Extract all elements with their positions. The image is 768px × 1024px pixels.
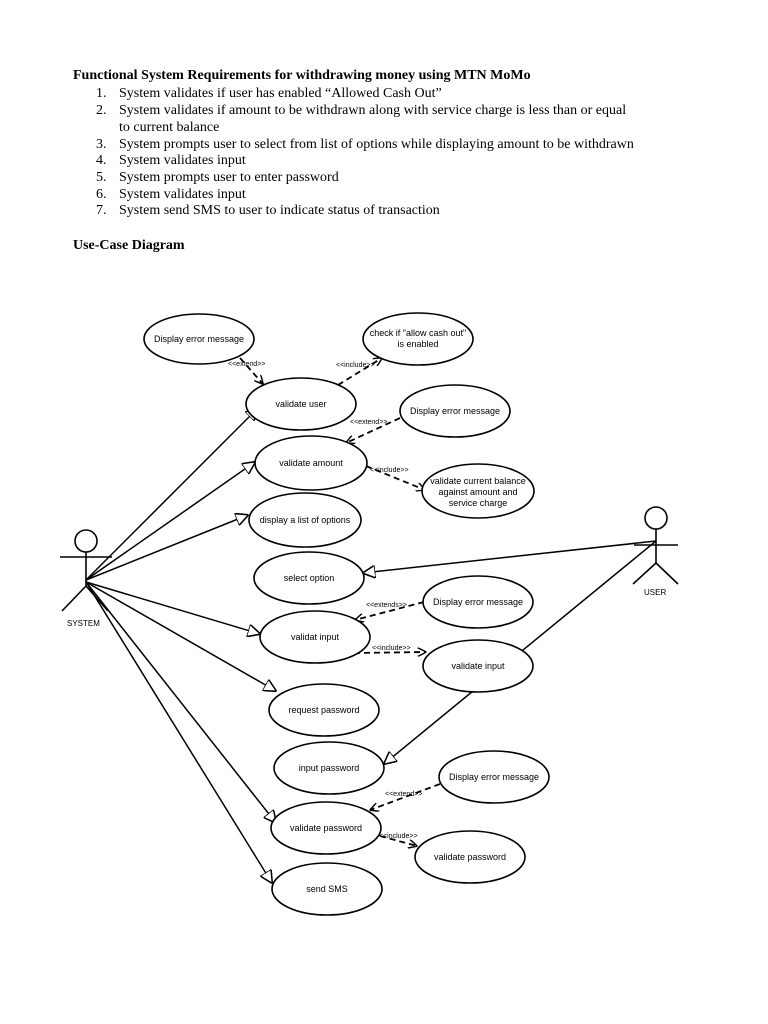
association-validate-user	[85, 408, 258, 581]
stereotype-extend-2: <<extend>>	[350, 419, 387, 426]
include-line-2	[365, 465, 425, 490]
system-actor-head	[74, 529, 98, 553]
use-case-label: validate amount	[279, 458, 343, 468]
association-select-option	[363, 540, 657, 573]
use-case-label: Display error message	[154, 334, 244, 344]
use-case-display-error-3	[422, 575, 534, 629]
stereotype-include-1: <<include>>	[336, 362, 375, 369]
stereotype-include-3: <<include>>	[372, 645, 411, 652]
association-send-sms	[85, 581, 272, 883]
association-validat-input	[85, 581, 260, 634]
use-case-label: check if "allow cash out"	[370, 328, 466, 338]
use-case-validate-amount	[254, 435, 368, 491]
use-case-label: Display error message	[433, 597, 523, 607]
requirement-text: System send SMS to user to indicate stat…	[119, 203, 440, 218]
include-line-3	[353, 652, 426, 653]
stereotype-extend-4: <<extend>>	[385, 791, 422, 798]
use-case-ellipses	[143, 312, 550, 916]
use-case-input-password	[273, 741, 385, 795]
use-case-label: validate current balance	[430, 476, 526, 486]
stereotype-include-2: <<include>>	[370, 467, 409, 474]
use-case-label: service charge	[449, 498, 508, 508]
use-case-label: send SMS	[306, 884, 348, 894]
use-case-send-sms	[271, 862, 383, 916]
system-actor-left-leg	[61, 585, 87, 612]
use-case-validate-password-included	[414, 830, 526, 884]
use-case-label: validat input	[291, 632, 340, 642]
association-display-options	[85, 515, 248, 581]
use-case-label: is enabled	[397, 339, 438, 349]
requirement-number: 4.	[96, 153, 107, 168]
requirement-number: 3.	[96, 137, 107, 152]
extend-line-4	[370, 783, 441, 810]
requirement-text: System validates input	[119, 153, 246, 168]
use-case-validat-input	[259, 610, 371, 664]
association-validate-password	[85, 581, 276, 823]
use-case-label: select option	[284, 573, 335, 583]
user-actor-head	[644, 506, 668, 530]
use-case-label: Display error message	[449, 772, 539, 782]
use-case-request-password	[268, 683, 380, 737]
use-case-display-error-2	[399, 384, 511, 438]
user-actor	[632, 506, 679, 585]
user-actor-left-leg	[632, 562, 657, 585]
use-case-display-list-of-options	[248, 492, 362, 548]
relationship-lines	[239, 357, 441, 846]
requirement-number: 7.	[96, 203, 107, 218]
diagram-heading: Use-Case Diagram	[73, 238, 185, 253]
requirement-text: System validates if user has enabled “Al…	[119, 86, 442, 101]
use-case-label: display a list of options	[260, 515, 351, 525]
use-case-display-error-1	[143, 313, 255, 365]
user-actor-right-leg	[655, 562, 679, 585]
use-case-select-option	[253, 551, 365, 605]
requirement-text: System validates if amount to be withdra…	[119, 103, 627, 118]
use-case-label: validate input	[451, 661, 505, 671]
document-title: Functional System Requirements for withd…	[73, 68, 531, 83]
stereotype-extend-1: <<extend>>	[228, 361, 265, 368]
use-case-labels: Display error message check if "allow ca…	[154, 328, 539, 894]
stereotype-include-4: <<include>>	[379, 833, 418, 840]
requirement-text: to current balance	[119, 120, 220, 135]
use-case-label: validate user	[275, 399, 326, 409]
stereotype-extends-3: <<extends>>	[366, 602, 407, 609]
requirement-number: 6.	[96, 187, 107, 202]
use-case-label: validate password	[290, 823, 362, 833]
use-case-validate-input	[422, 639, 534, 693]
use-case-display-error-4	[438, 750, 550, 804]
use-case-label: Display error message	[410, 406, 500, 416]
requirement-text: System validates input	[119, 187, 246, 202]
use-case-label: validate password	[434, 852, 506, 862]
requirement-number: 2.	[96, 103, 107, 118]
association-validate-amount	[85, 462, 255, 581]
user-actor-label: USER	[644, 588, 666, 597]
use-case-label: against amount and	[438, 487, 517, 497]
requirement-text: System prompts user to enter password	[119, 170, 339, 185]
include-line-4	[379, 835, 417, 846]
use-case-check-allow-cash-out	[362, 312, 474, 366]
use-case-validate-current-balance	[421, 463, 535, 519]
requirement-number: 1.	[96, 86, 107, 101]
use-case-label: request password	[288, 705, 359, 715]
system-associations	[85, 408, 276, 883]
system-actor-label: SYSTEM	[67, 619, 100, 628]
use-case-validate-user	[245, 377, 357, 431]
extends-line-3	[355, 601, 425, 620]
extend-line-1	[239, 357, 263, 384]
use-case-label: input password	[299, 763, 360, 773]
association-request-password	[85, 581, 276, 691]
requirement-number: 5.	[96, 170, 107, 185]
requirement-text: System prompts user to select from list …	[119, 137, 634, 152]
use-case-validate-password	[270, 801, 382, 855]
system-actor	[60, 529, 112, 612]
include-line-1	[337, 358, 382, 386]
